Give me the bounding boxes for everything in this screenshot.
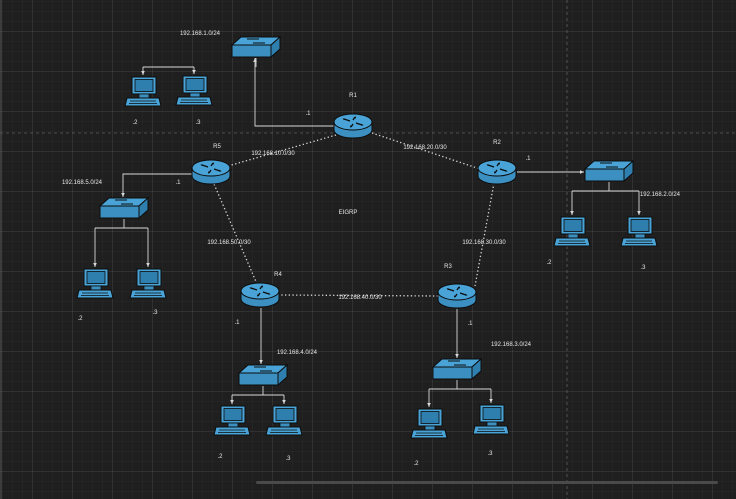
uplink-r5-switch: [121, 173, 193, 197]
gateway-label: .1: [305, 111, 311, 117]
pc-r2-host-2[interactable]: [553, 216, 591, 247]
switch-r3[interactable]: [432, 358, 482, 380]
pc-r5-host-2[interactable]: [76, 268, 114, 299]
router-r2[interactable]: [477, 159, 517, 185]
router-label: R2: [493, 140, 501, 146]
router-label: R3: [444, 264, 452, 270]
host-label: .2: [132, 120, 138, 126]
gateway-label: .1: [175, 180, 181, 186]
uplink-r1-switch: [253, 58, 335, 127]
host-label: .2: [413, 461, 419, 467]
lan-subnet-label: 192.168.1.0/24: [180, 31, 221, 37]
pc-r4-host-3[interactable]: [265, 405, 303, 436]
host-label: .3: [640, 265, 646, 271]
lan-subnet-label: 192.168.3.0/24: [491, 342, 532, 348]
host-label: .2: [217, 454, 223, 460]
wan-link-r1-r2: [371, 132, 481, 170]
switch-r4[interactable]: [238, 364, 288, 386]
protocol-label: EIGRP: [339, 210, 358, 216]
host-label: .3: [152, 310, 158, 316]
wan-link-r3-r4: [279, 294, 439, 297]
wan-subnet-label: 192.168.40.0/30: [338, 295, 382, 301]
pc-r1-host-2[interactable]: [124, 76, 162, 107]
router-r3[interactable]: [437, 283, 477, 309]
router-r5[interactable]: [191, 159, 231, 185]
router-label: R1: [349, 93, 357, 99]
gateway-label: .1: [467, 321, 473, 327]
wan-subnet-label: 192.168.10.0/30: [251, 151, 295, 157]
gateway-label: .1: [525, 156, 531, 162]
wan-subnet-label: 192.168.50.0/30: [207, 240, 251, 246]
wan-link-r2-r3: [474, 182, 495, 287]
pc-r3-host-3[interactable]: [472, 404, 510, 435]
wan-subnet-label: 192.168.20.0/30: [403, 145, 447, 151]
host-label: .3: [487, 451, 493, 457]
router-r1[interactable]: [333, 113, 373, 139]
wan-link-r1-r5: [227, 134, 337, 167]
router-label: R4: [274, 272, 282, 278]
horizontal-scrollbar[interactable]: [256, 481, 718, 484]
wan-link-r4-r5: [213, 183, 258, 285]
host-label: .3: [195, 120, 201, 126]
wan-subnet-label: 192.168.30.0/30: [462, 240, 506, 246]
pc-r1-host-3[interactable]: [175, 75, 213, 106]
switch-r1[interactable]: [231, 36, 281, 58]
host-label: .2: [546, 260, 552, 266]
lan-subnet-label: 192.168.4.0/24: [277, 350, 318, 356]
host-label: .3: [285, 456, 291, 462]
pc-r3-host-2[interactable]: [410, 408, 448, 439]
host-label: .2: [77, 316, 83, 322]
lan-subnet-label: 192.168.5.0/24: [62, 180, 103, 186]
gateway-label: .1: [234, 320, 240, 326]
pc-r4-host-2[interactable]: [213, 405, 251, 436]
lan-subnet-label: 192.168.2.0/24: [640, 192, 681, 198]
router-r4[interactable]: [240, 282, 280, 308]
switch-r2[interactable]: [584, 160, 634, 182]
pc-r5-host-3[interactable]: [129, 268, 167, 299]
router-label: R5: [213, 144, 221, 150]
switch-r5[interactable]: [99, 197, 149, 219]
pc-r2-host-3[interactable]: [620, 216, 658, 247]
